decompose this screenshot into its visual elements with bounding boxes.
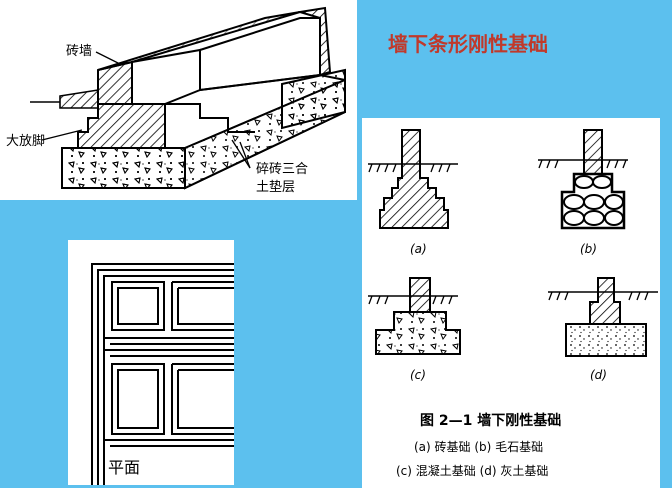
section-a-brick-foundation — [368, 129, 458, 229]
brick-wall-label: 砖墙 — [66, 44, 93, 59]
footing-step-label: 大放脚 — [6, 134, 46, 149]
section-d-lime-soil-foundation — [548, 277, 658, 357]
figure-caption-line1: (a) 砖基础 (b) 毛石基础 — [414, 440, 544, 454]
foundation-sections-figure: (a) (b) (c) (d) 图 2—1 墙下刚性基础 (a) 砖基础 (b)… — [362, 118, 660, 488]
bedding-label-line2: 土垫层 — [256, 180, 296, 195]
slide-title: 墙下条形刚性基础 — [388, 32, 548, 56]
section-c-label: (c) — [410, 368, 426, 382]
section-a-label: (a) — [410, 242, 427, 256]
isometric-footing-drawing — [30, 6, 346, 190]
plan-view-figure: 平面 — [68, 240, 234, 485]
plan-view-label: 平面 — [108, 458, 141, 477]
foundation-sections-drawing — [368, 129, 658, 357]
section-c-concrete-foundation — [368, 277, 461, 355]
section-d-label: (d) — [590, 368, 607, 382]
plan-view-drawing — [91, 263, 234, 485]
section-b-label: (b) — [580, 242, 597, 256]
bedding-label-line1: 碎砖三合 — [256, 162, 309, 177]
figure-caption-line2: (c) 混凝土基础 (d) 灰土基础 — [396, 464, 549, 478]
isometric-footing-figure: 砖墙 大放脚 碎砖三合 土垫层 — [0, 0, 357, 200]
figure-caption-title: 图 2—1 墙下刚性基础 — [420, 413, 562, 429]
section-b-rubble-foundation — [538, 129, 628, 230]
